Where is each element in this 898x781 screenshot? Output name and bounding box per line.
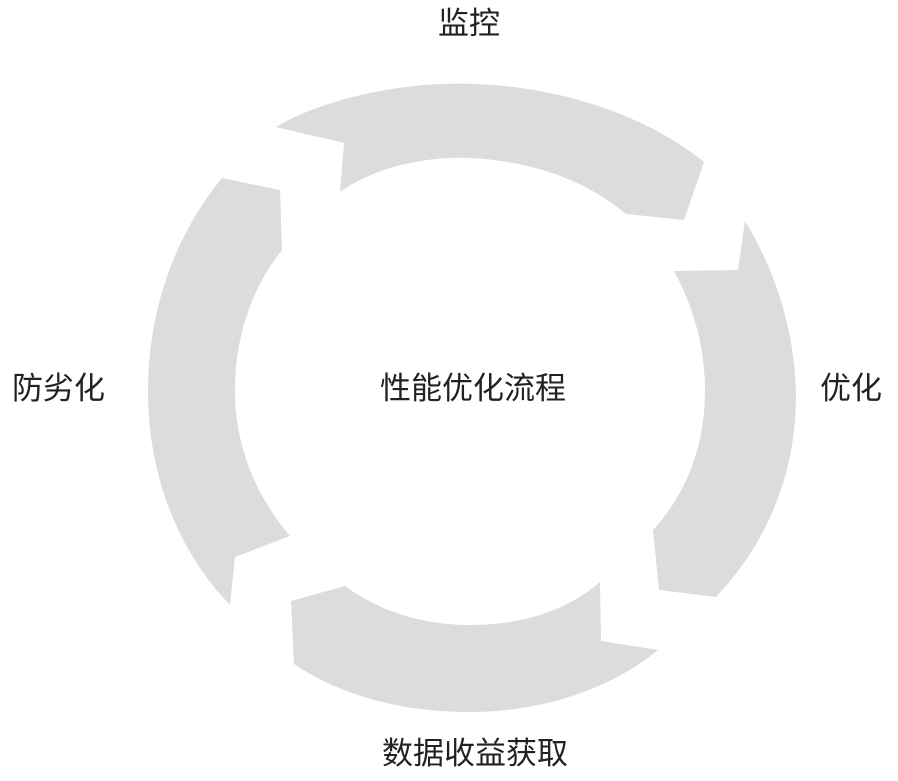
step-label-optimize: 优化 bbox=[820, 371, 882, 407]
cycle-segment-anti-degrade bbox=[148, 178, 290, 605]
step-label-anti-degrade: 防劣化 bbox=[12, 371, 105, 407]
cycle-segment-monitor bbox=[276, 83, 704, 220]
cycle-segment-benefit bbox=[291, 582, 658, 712]
center-label: 性能优化流程 bbox=[380, 371, 566, 407]
step-label-monitor: 监控 bbox=[438, 6, 500, 42]
cycle-segment-optimize bbox=[653, 221, 796, 597]
step-label-benefit: 数据收益获取 bbox=[382, 736, 568, 772]
